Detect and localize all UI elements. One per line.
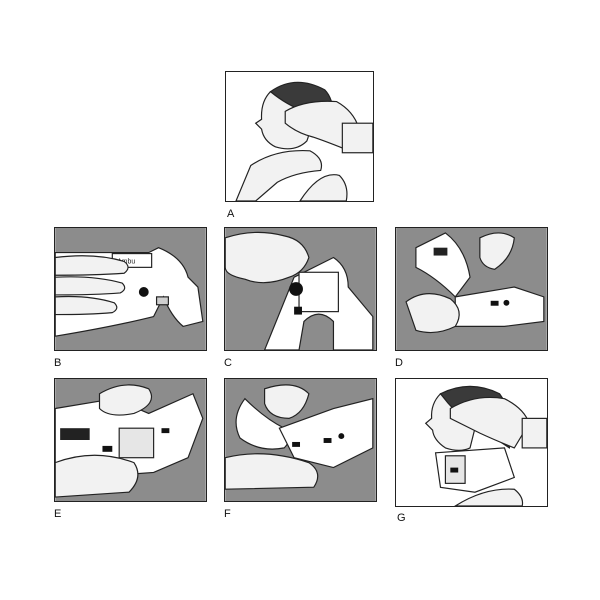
panel-b-illustration: Ambu <box>54 227 207 351</box>
collar-dot <box>338 433 345 440</box>
panel-g-illustration <box>395 378 548 507</box>
panel-label-c: C <box>224 357 232 369</box>
panel-label-f: F <box>224 508 231 520</box>
collar-pad-drawing <box>55 379 206 501</box>
dark-band <box>60 428 90 440</box>
collar-body <box>278 397 374 469</box>
chin-piece <box>235 397 290 450</box>
panel-d-illustration <box>395 227 548 351</box>
sleeve <box>521 417 547 449</box>
panel-label-g: G <box>397 512 406 524</box>
dark-tag <box>433 247 448 256</box>
panel-e-illustration <box>54 378 207 502</box>
panel-label-b: B <box>54 357 62 369</box>
shoulder-shape <box>454 488 524 506</box>
lower-hand-shape <box>235 149 323 201</box>
collar-shape-drawing <box>225 379 376 501</box>
head-stabilization-drawing <box>226 72 373 201</box>
panel-label-e: E <box>54 508 62 520</box>
bottom-hand <box>225 453 319 490</box>
lock-square <box>294 306 302 315</box>
collar-sizing-drawing: Ambu <box>55 228 206 350</box>
collar-adjust-drawing <box>225 228 376 350</box>
collar-window <box>298 271 339 313</box>
collar-fold-drawing <box>396 228 547 350</box>
panel-label-d: D <box>395 357 403 369</box>
sizing-dot <box>138 287 149 297</box>
panel-label-a: A <box>227 208 235 220</box>
ambu-tag-text: Ambu <box>117 258 135 265</box>
collar-mark <box>323 438 332 443</box>
collar-mark-left <box>292 441 301 447</box>
shoulder-shape <box>299 174 348 201</box>
bottom-hand <box>55 454 139 498</box>
adjust-button <box>289 282 303 296</box>
top-hand <box>263 384 310 419</box>
sleeve-top <box>341 122 373 154</box>
upper-hand <box>479 232 515 270</box>
collar-mark <box>450 467 459 473</box>
collar-dot <box>503 299 510 306</box>
collar-mark <box>102 445 113 452</box>
pad-square <box>118 427 155 459</box>
panel-c-illustration <box>224 227 377 351</box>
collar-mark <box>490 300 499 306</box>
lock-tab <box>155 296 169 306</box>
collar-fitted-drawing <box>396 379 547 506</box>
top-hand <box>98 384 153 416</box>
hand-shape <box>225 231 310 284</box>
panel-f-illustration <box>224 378 377 502</box>
top-hand <box>449 396 530 449</box>
collar-upper <box>415 232 471 298</box>
lower-hand <box>405 293 460 334</box>
fingers-shape <box>55 255 129 316</box>
collar-mark-right <box>161 428 170 434</box>
panel-a-illustration <box>225 71 374 202</box>
